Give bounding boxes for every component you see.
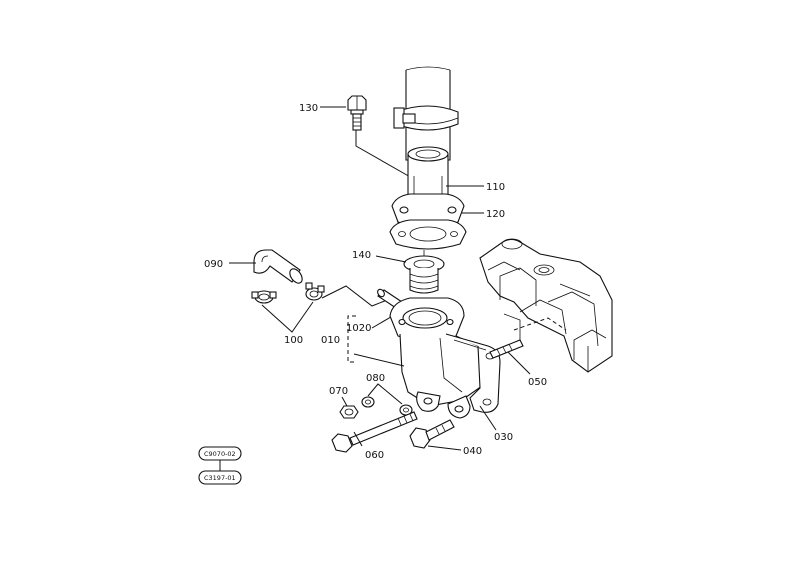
bolt-130 (347, 95, 367, 131)
label-080: 080 (366, 373, 385, 384)
group-bracket-010 (347, 315, 356, 363)
label-130: 130 (299, 103, 318, 114)
code-bottom: C3197-01 (204, 474, 236, 482)
label-1020: 1020 (346, 323, 371, 334)
leader-130 (355, 130, 413, 179)
bypass-hose-090 (253, 249, 303, 284)
leader-140 (375, 255, 407, 263)
leader-050 (507, 351, 531, 375)
leader-080 (367, 383, 403, 405)
washer-080-left (361, 396, 375, 408)
label-030: 030 (494, 432, 513, 443)
label-070: 070 (329, 386, 348, 397)
thermostat-housing-010 (389, 297, 483, 419)
leader-100 (261, 301, 314, 333)
code-badge-bottom (198, 470, 242, 485)
leader-070 (341, 396, 348, 407)
hose-clamp (393, 105, 459, 131)
engine-block (479, 238, 613, 373)
thermostat-cover-110 (391, 146, 465, 234)
gasket-030 (445, 333, 501, 413)
label-060: 060 (365, 450, 384, 461)
label-040: 040 (463, 446, 482, 457)
bolt-060 (331, 411, 418, 453)
hose-clip-100-left (251, 290, 277, 304)
leader-040 (427, 445, 462, 451)
drawing-code-badges: C9070-02 C3197-01 (198, 446, 242, 485)
code-top: C9070-02 (204, 450, 236, 458)
leader-030 (479, 405, 497, 431)
nut-070 (339, 405, 359, 419)
hose-clip-100-right (305, 282, 325, 301)
label-050: 050 (528, 377, 547, 388)
washer-080-right (399, 404, 413, 416)
stud-050 (489, 339, 524, 359)
label-140: 140 (352, 250, 371, 261)
leader-bypass-connection (321, 285, 393, 307)
label-010: 010 (321, 335, 340, 346)
label-100: 100 (284, 335, 303, 346)
leader-060 (353, 431, 363, 447)
label-090: 090 (204, 259, 223, 270)
leader-010 (353, 353, 405, 367)
bolt-040 (409, 419, 455, 449)
label-120: 120 (486, 209, 505, 220)
label-110: 110 (486, 182, 505, 193)
gasket-120 (389, 219, 467, 250)
thermostat-140 (403, 250, 445, 294)
